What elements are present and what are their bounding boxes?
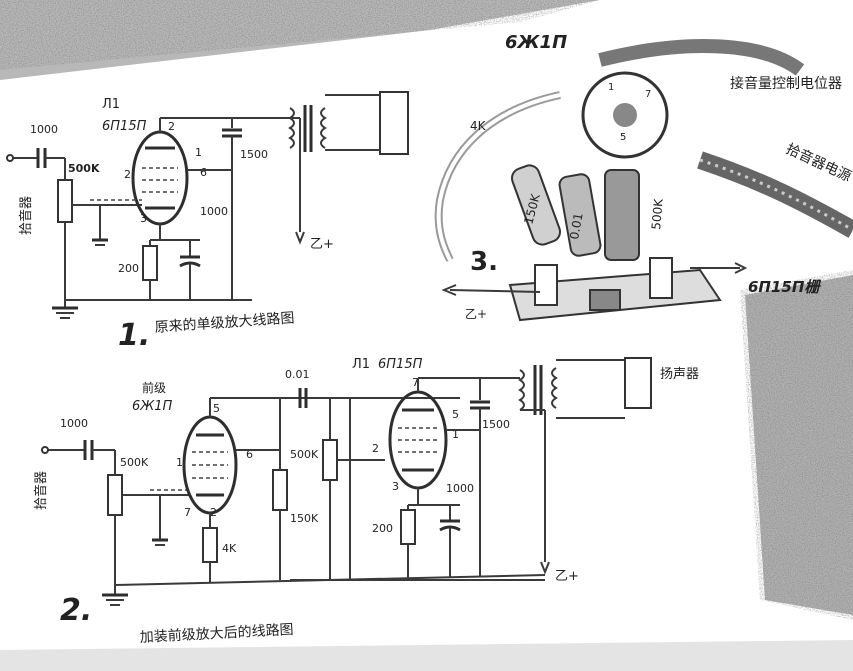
fig1-ground-symbol [52, 300, 78, 319]
fig1-plate-capacitor [222, 128, 242, 138]
svg-text:5: 5 [620, 132, 626, 143]
photo-to-tube-label: 6П15П栅 [748, 278, 821, 296]
fig1-tube-type: 6П15П [102, 119, 147, 134]
fig2-out-pin-7: 7 [412, 376, 419, 389]
fig1-tube-name: Л1 [102, 97, 120, 112]
fig1-pin-2a: 2 [168, 120, 175, 133]
fig2-speaker-label: 扬声器 [660, 367, 699, 382]
photo-c1-label: 0.01 [567, 212, 585, 241]
fig2-output-transformer [518, 365, 558, 415]
fig2-pre-pin-5: 5 [213, 402, 220, 415]
fig2-pre-tube: 6Ж1П [132, 399, 173, 414]
fig1-volume-pot [57, 179, 73, 223]
fig2-cathode-resistor-1 [202, 527, 218, 563]
fig2-pre-note: 前级 [142, 380, 166, 395]
fig1-cap-in-label: 1000 [30, 123, 58, 136]
fig2-cap-coupling-label: 0.01 [285, 368, 310, 381]
fig2-pot1-label: 500K [120, 456, 149, 469]
fig1-supply-label: 乙+ [310, 237, 334, 252]
svg-text:7: 7 [645, 89, 651, 100]
photo-number: 3. [470, 247, 498, 277]
fig1-tube-envelope [131, 130, 189, 226]
photo-r1-label: 4K [470, 119, 487, 133]
fig2-caption: 加装前级放大后的线路图 [139, 621, 294, 646]
fig1-output-transformer [288, 105, 327, 152]
fig2-grid-pot [322, 439, 338, 481]
fig1-bypass-capacitor [179, 240, 201, 300]
photo-resistor-150k [510, 164, 562, 246]
figure-2: 拾音器 1000 500K 前级 6Ж1П 5 [33, 357, 699, 646]
fig2-cap-plate-label: 1500 [482, 418, 510, 431]
fig1-pin-2b: 2 [124, 168, 131, 181]
fig2-r-cathode1-label: 4K [222, 542, 237, 555]
fig2-plate-resistor [272, 469, 288, 511]
fig1-input-capacitor [36, 148, 47, 168]
fig1-caption: 原来的单级放大线路图 [154, 310, 295, 336]
fig1-pot-label: 500K [68, 162, 100, 175]
fig2-input-label: 拾音器 [33, 471, 49, 510]
fig2-cap-in-label: 1000 [60, 417, 88, 430]
photo-capacitor-001 [558, 173, 602, 257]
fig2-r-plate-label: 150K [290, 512, 319, 525]
fig2-bypass-capacitor [439, 505, 461, 577]
fig2-input-capacitor [83, 440, 94, 460]
fig1-input-label: 拾音器 [18, 196, 34, 235]
fig2-supply-label: 乙+ [555, 569, 579, 584]
scan-grain-right [740, 270, 853, 620]
fig1-pin-6: 6 [200, 166, 207, 179]
fig2-ground-symbol [102, 585, 128, 606]
fig2-pre-pin-7: 7 [184, 506, 191, 519]
fig1-cathode-resistor [142, 245, 158, 281]
fig2-cap-bypass-label: 1000 [446, 482, 474, 495]
figure-1: 拾音器 1000 500K Л1 6П15П 2 2 1 6 [6, 91, 409, 353]
fig1-pin-1: 1 [195, 146, 202, 159]
photo-note-pickup: 拾音器电源 [783, 140, 853, 185]
photo-supply-label: 乙+ [465, 307, 487, 321]
fig2-number: 2. [60, 593, 92, 628]
photo-tube-type: 6Ж1П [505, 32, 567, 53]
photo-shield-cable [598, 39, 805, 76]
svg-text:1: 1 [608, 82, 614, 93]
fig2-pre-pin-6: 6 [246, 448, 253, 461]
fig2-volume-pot [107, 474, 123, 516]
assembly-sketch: 6Ж1П 接音量控制电位器 拾音器电源 1 7 5 4K 150K 0.01 5… [434, 32, 853, 322]
fig2-out-pin-5: 5 [452, 408, 459, 421]
fig2-out-pin-1: 1 [452, 428, 459, 441]
fig2-out-pin-2: 2 [372, 442, 379, 455]
fig2-tube-name: Л1 [352, 357, 370, 372]
fig1-number: 1. [118, 318, 150, 353]
fig1-r-cathode-label: 200 [118, 262, 139, 275]
photo-note-volume: 接音量控制电位器 [730, 75, 842, 92]
photo-resistor-500k [604, 169, 640, 261]
fig2-coupling-capacitor [298, 388, 308, 408]
fig2-out-pin-3: 3 [392, 480, 399, 493]
fig2-speaker [624, 357, 652, 409]
fig2-cathode-resistor-2 [400, 509, 416, 545]
fig2-r-cathode2-label: 200 [372, 522, 393, 535]
fig2-pot2-label: 500K [290, 448, 319, 461]
fig1-cap-plate-label: 1500 [240, 148, 268, 161]
fig2-tube-type: 6П15П [378, 357, 423, 372]
fig2-plate-capacitor [470, 400, 490, 410]
scan-band-bottom [0, 640, 853, 671]
fig1-cap-bypass-label: 1000 [200, 205, 228, 218]
fig1-pin-3: 3 [140, 212, 147, 225]
fig1-speaker [379, 91, 409, 155]
fig2-pre-pin-2: 2 [210, 506, 217, 519]
fig2-pre-pin-1: 1 [176, 456, 183, 469]
photo-braided-cable [697, 151, 853, 238]
photo-r3-label: 500K [649, 197, 666, 230]
